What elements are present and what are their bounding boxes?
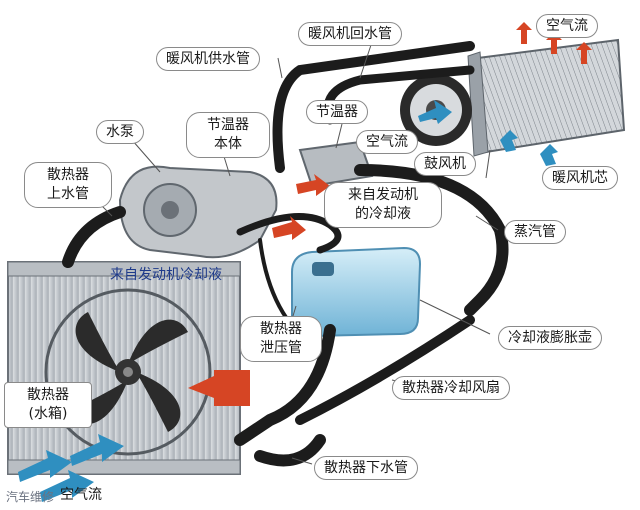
water-pump [118,165,278,259]
label-expansion-tank: 冷却液膨胀壶 [498,326,602,350]
label-thermostat: 节温器 [306,100,368,124]
label-water-pump: 水泵 [96,120,144,144]
air-flow-arrows [18,100,558,502]
label-steam-pipe: 蒸汽管 [504,220,566,244]
label-radiator-inlet-pipe: 散热器 上水管 [24,162,112,208]
leader-lines [95,41,499,465]
watermark: 汽车维修 [6,490,55,504]
label-blower: 鼓风机 [414,152,476,176]
label-coolant-from-engine-2: 来自发动机冷却液 [110,267,222,283]
radiator-fan [44,288,212,456]
label-coolant-from-engine-1: 来自发动机 的冷却液 [324,182,442,228]
label-air-flow-bottom: 空气流 [60,487,102,503]
label-radiator: 散热器 (水箱) [4,382,92,428]
label-heater-return-pipe: 暖风机回水管 [298,22,402,46]
label-thermostat-body: 节温器 本体 [186,112,270,158]
label-air-flow-top: 空气流 [536,14,598,38]
label-heater-supply-pipe: 暖风机供水管 [156,47,260,71]
label-air-flow-mid: 空气流 [356,130,418,154]
heater-core [467,38,626,157]
label-radiator-fan: 散热器冷却风扇 [392,376,510,400]
label-radiator-relief-pipe: 散热器 泄压管 [240,316,322,362]
label-radiator-outlet-pipe: 散热器下水管 [314,456,418,480]
label-heater-core: 暖风机芯 [542,166,618,190]
